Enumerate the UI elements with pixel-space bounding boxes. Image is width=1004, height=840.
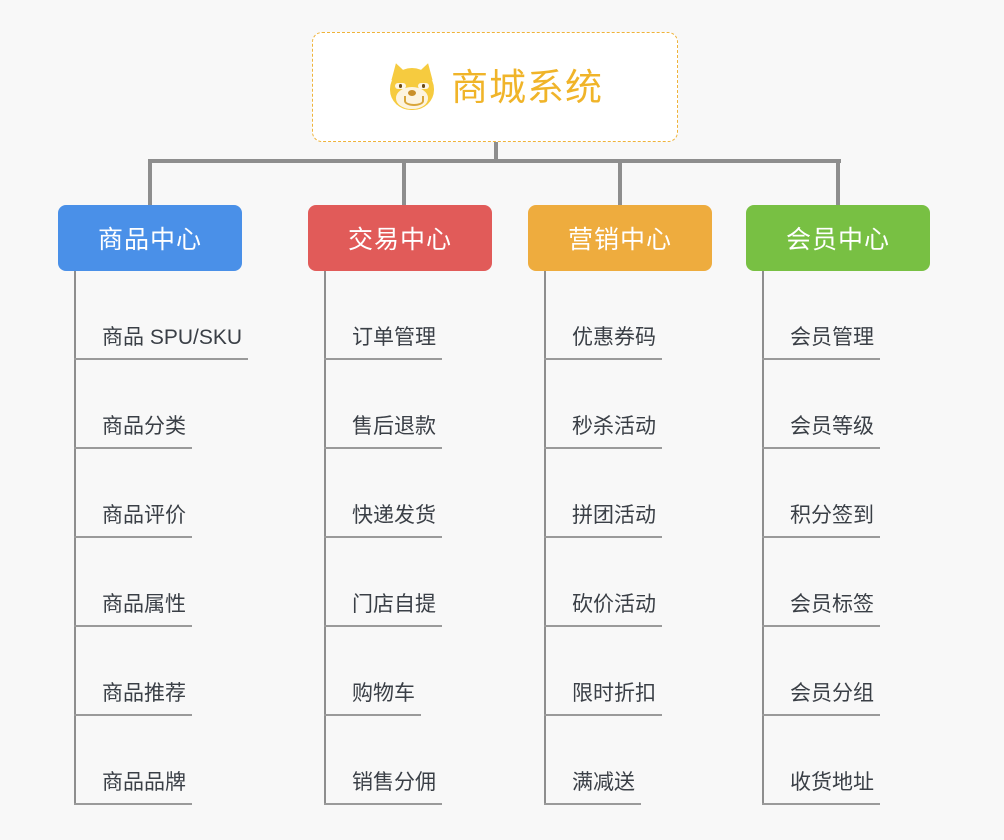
leaf-item[interactable]: 商品推荐 — [74, 627, 192, 716]
root-title: 商城系统 — [451, 66, 603, 108]
leaf-item[interactable]: 优惠券码 — [544, 271, 662, 360]
leaf-item[interactable]: 销售分佣 — [324, 716, 442, 805]
leaf-item[interactable]: 会员标签 — [762, 538, 880, 627]
leaf-label: 限时折扣 — [544, 683, 662, 716]
category-label: 会员中心 — [785, 226, 890, 254]
leaf-item[interactable]: 会员等级 — [762, 360, 880, 449]
leaf-spine — [324, 271, 326, 805]
leaf-label: 订单管理 — [324, 327, 442, 360]
leaf-label: 会员标签 — [762, 594, 880, 627]
leaf-item[interactable]: 限时折扣 — [544, 627, 662, 716]
leaf-label: 快递发货 — [324, 505, 442, 538]
category-box-trade-center[interactable]: 交易中心 — [308, 205, 492, 271]
leaf-label: 秒杀活动 — [544, 416, 662, 449]
category-label: 交易中心 — [347, 226, 452, 254]
leaf-item[interactable]: 门店自提 — [324, 538, 442, 627]
leaf-label: 积分签到 — [762, 505, 880, 538]
leaf-label: 售后退款 — [324, 416, 442, 449]
leaf-label: 砍价活动 — [544, 594, 662, 627]
leaf-item[interactable]: 满减送 — [544, 716, 641, 805]
leaf-item[interactable]: 售后退款 — [324, 360, 442, 449]
category-box-marketing-center[interactable]: 营销中心 — [528, 205, 712, 271]
leaf-item[interactable]: 会员管理 — [762, 271, 880, 360]
category-box-member-center[interactable]: 会员中心 — [746, 205, 930, 271]
leaf-label: 商品推荐 — [74, 683, 192, 716]
leaf-label: 会员等级 — [762, 416, 880, 449]
leaf-label: 门店自提 — [324, 594, 442, 627]
leaf-item[interactable]: 收货地址 — [762, 716, 880, 805]
leaf-item[interactable]: 商品属性 — [74, 538, 192, 627]
leaf-item[interactable]: 砍价活动 — [544, 538, 662, 627]
leaf-item[interactable]: 商品品牌 — [74, 716, 192, 805]
connector-root-stem — [494, 142, 498, 163]
category-label: 营销中心 — [567, 226, 672, 254]
shiba-inu-dog-face-icon — [387, 60, 437, 113]
leaf-label: 商品 SPU/SKU — [74, 327, 249, 360]
leaf-item[interactable]: 秒杀活动 — [544, 360, 662, 449]
leaf-label: 商品分类 — [74, 416, 192, 449]
leaf-spine — [544, 271, 546, 805]
leaf-item[interactable]: 订单管理 — [324, 271, 442, 360]
connector-drop-trade-center — [402, 159, 406, 205]
leaf-item[interactable]: 商品评价 — [74, 449, 192, 538]
leaf-label: 会员分组 — [762, 683, 880, 716]
connector-drop-member-center — [836, 159, 840, 205]
leaf-item[interactable]: 商品分类 — [74, 360, 192, 449]
leaf-label: 商品品牌 — [74, 772, 192, 805]
connector-horizontal-bus — [149, 159, 841, 163]
leaf-label: 收货地址 — [762, 772, 880, 805]
connector-drop-product-center — [148, 159, 152, 205]
leaf-label: 商品属性 — [74, 594, 192, 627]
leaf-label: 购物车 — [324, 683, 421, 716]
leaf-item[interactable]: 会员分组 — [762, 627, 880, 716]
leaf-label: 满减送 — [544, 772, 641, 805]
leaf-spine — [762, 271, 764, 805]
leaf-item[interactable]: 购物车 — [324, 627, 421, 716]
root-node[interactable]: 商城系统 — [312, 32, 678, 142]
leaf-item[interactable]: 积分签到 — [762, 449, 880, 538]
leaf-spine — [74, 271, 76, 805]
category-label: 商品中心 — [97, 226, 202, 254]
leaf-label: 销售分佣 — [324, 772, 442, 805]
connector-drop-marketing-center — [618, 159, 622, 205]
leaf-label: 会员管理 — [762, 327, 880, 360]
leaf-label: 优惠券码 — [544, 327, 662, 360]
leaf-item[interactable]: 商品 SPU/SKU — [74, 271, 249, 360]
leaf-label: 拼团活动 — [544, 505, 662, 538]
leaf-item[interactable]: 快递发货 — [324, 449, 442, 538]
leaf-label: 商品评价 — [74, 505, 192, 538]
leaf-item[interactable]: 拼团活动 — [544, 449, 662, 538]
category-box-product-center[interactable]: 商品中心 — [58, 205, 242, 271]
